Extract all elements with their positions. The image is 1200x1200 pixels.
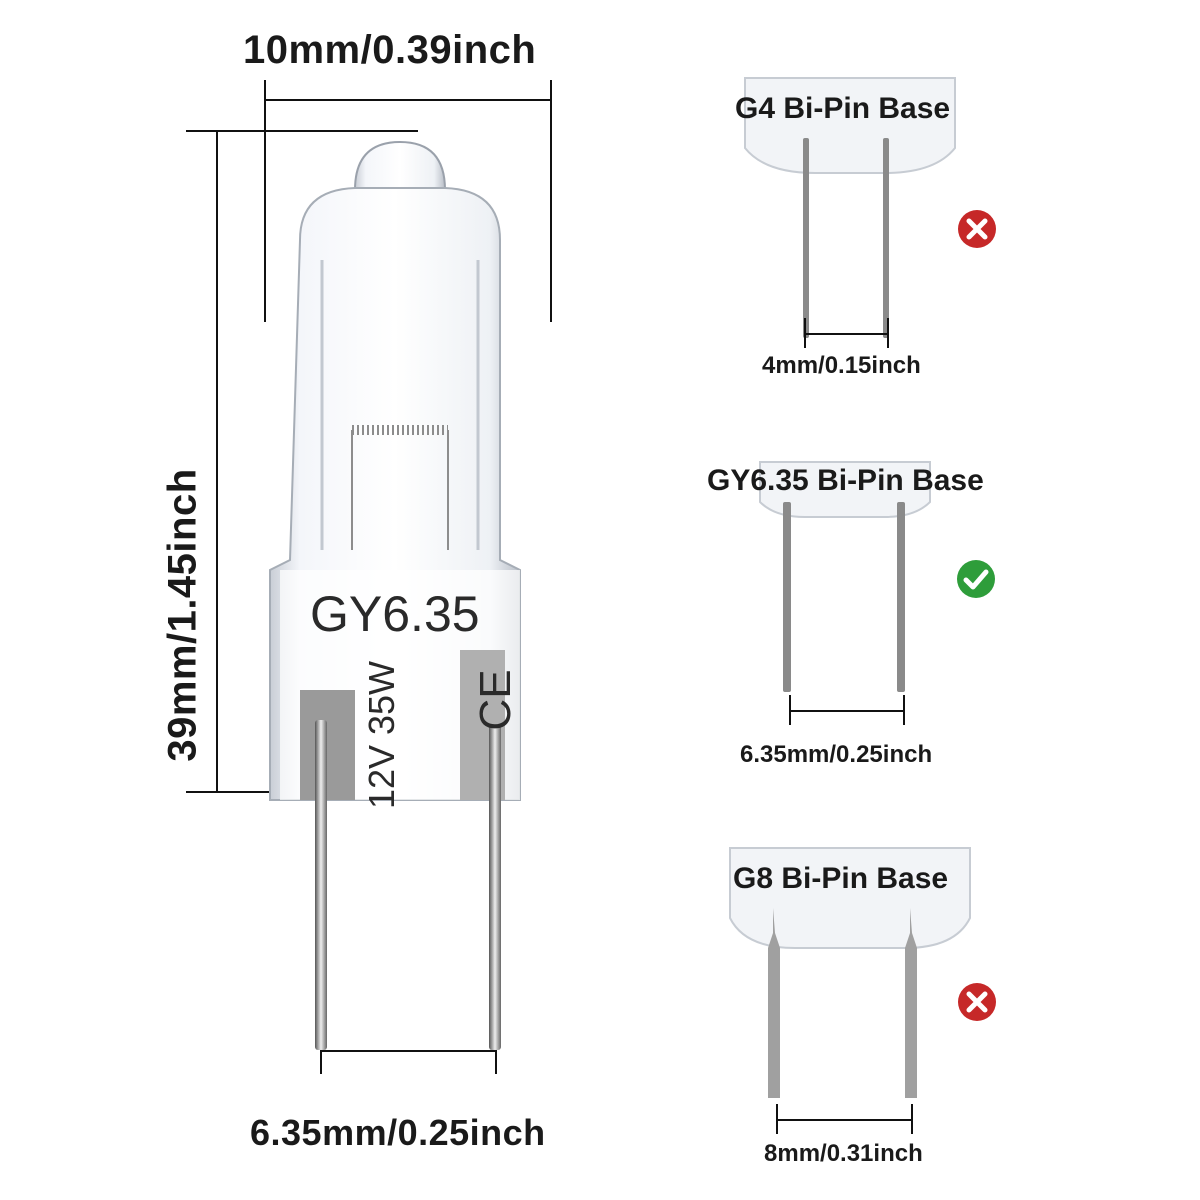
g4-base-title: G4 Bi-Pin Base	[735, 92, 951, 125]
g8-base-title: G8 Bi-Pin Base	[733, 862, 949, 895]
width-dimension-label: 10mm/0.39inch	[243, 28, 537, 72]
g4-spacing-line	[805, 333, 888, 335]
width-left-tick	[264, 80, 266, 322]
g8-base-illustration	[729, 847, 971, 1098]
height-bottom-tick	[186, 791, 322, 793]
g8-spacing-line	[777, 1119, 912, 1121]
bulb-ce-mark: CE	[471, 669, 520, 731]
g8-spacing-right-tick	[911, 1104, 913, 1134]
halogen-bulb-illustration	[269, 140, 521, 1050]
bulb-base-print: GY6.35	[310, 586, 480, 642]
g4-base-illustration	[744, 77, 956, 338]
g4-spacing-left-tick	[804, 318, 806, 348]
height-dimension-line	[216, 130, 218, 793]
pin-spacing-left-tick	[320, 1030, 322, 1074]
pin-spacing-line	[320, 1050, 496, 1052]
width-right-tick	[550, 80, 552, 322]
pin-spacing-right-tick	[495, 1030, 497, 1074]
g4-spacing-right-tick	[887, 318, 889, 348]
gy635-base-illustration	[759, 461, 931, 692]
gy635-spacing-line	[790, 710, 904, 712]
cross-icon	[958, 210, 996, 248]
g4-spacing-label: 4mm/0.15inch	[762, 352, 921, 379]
g8-spacing-label: 8mm/0.31inch	[764, 1140, 923, 1167]
bulb-rating-print: 12V 35W	[361, 660, 402, 810]
height-dimension-label: 39mm/1.45inch	[160, 468, 205, 762]
height-top-tick	[186, 130, 418, 132]
pin-spacing-label: 6.35mm/0.25inch	[250, 1112, 546, 1153]
gy635-base-title: GY6.35 Bi-Pin Base	[707, 464, 984, 497]
width-dimension-line	[266, 99, 552, 101]
cross-icon	[958, 983, 996, 1021]
g8-spacing-left-tick	[776, 1104, 778, 1134]
check-icon	[957, 560, 995, 598]
gy635-spacing-label: 6.35mm/0.25inch	[740, 741, 933, 768]
gy635-spacing-left-tick	[789, 695, 791, 725]
gy635-spacing-right-tick	[903, 695, 905, 725]
